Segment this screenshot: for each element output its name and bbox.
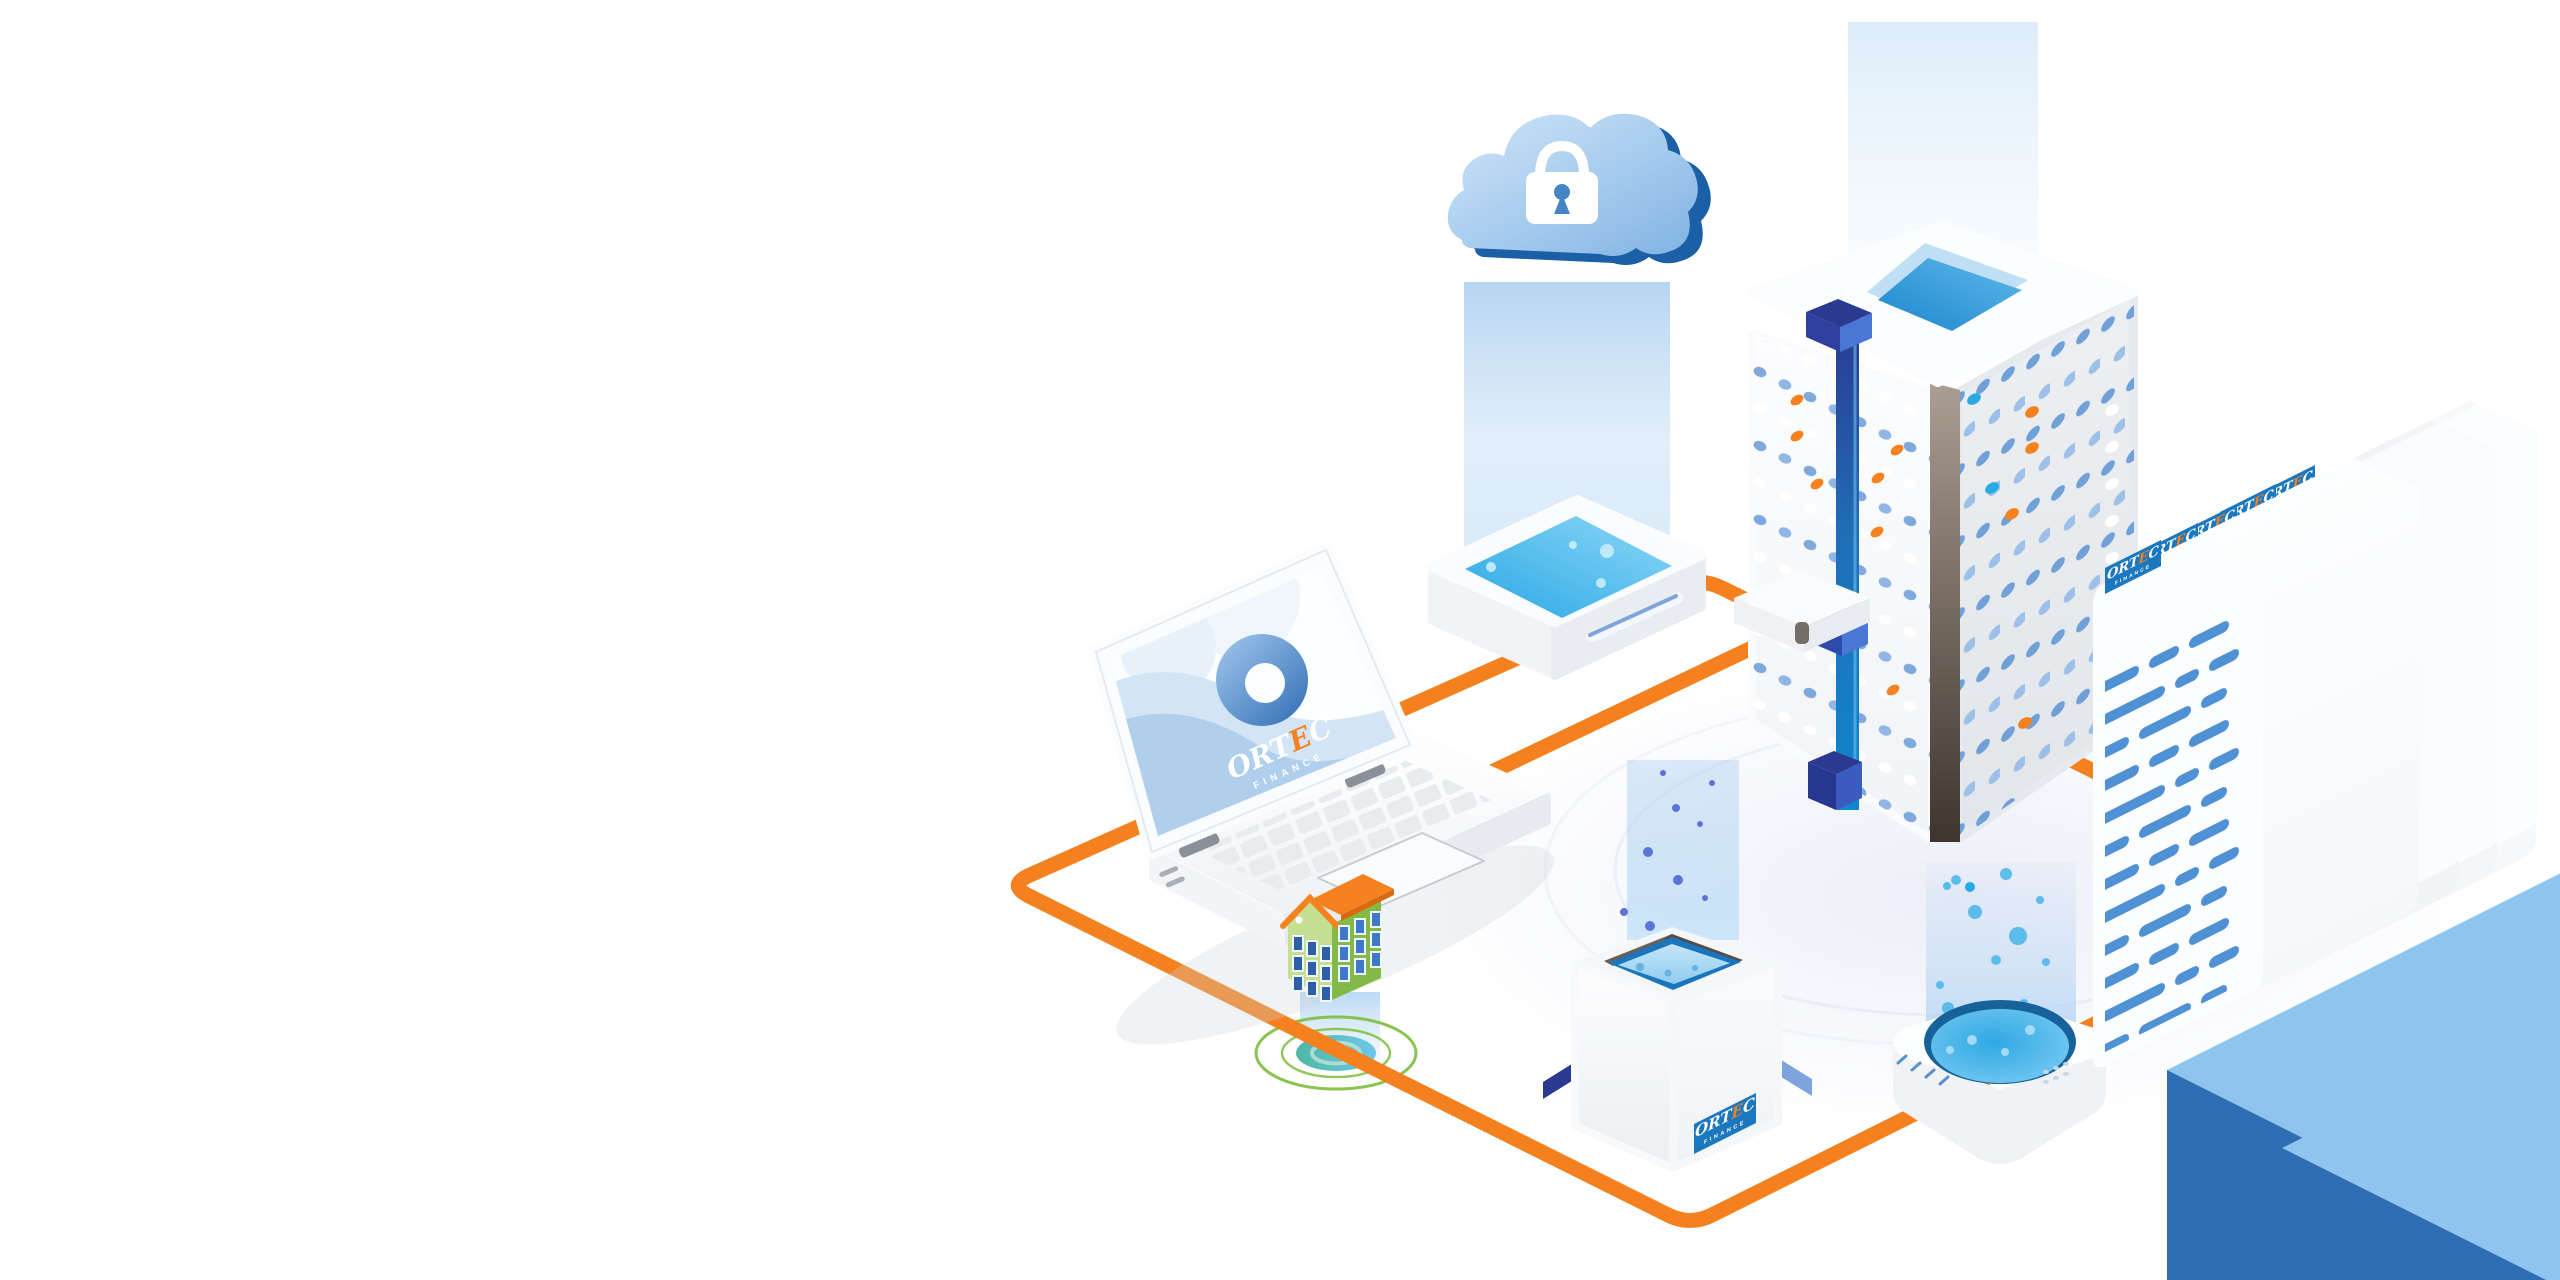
laptop-screen: ORTEC FINANCE [1110, 568, 1396, 836]
vat-label: ORTEC FINANCE [1694, 1093, 1756, 1154]
laptop: ORTEC FINANCE [1089, 543, 1554, 1045]
bowl-liquid [1931, 1009, 2069, 1083]
green-building [1280, 874, 1394, 1002]
logo-word-end: C [2264, 487, 2274, 507]
logo-word-accent: E [2175, 531, 2186, 552]
document-sheet-1: ORTEC FINANCE [2093, 503, 2263, 1072]
platform-slot [1586, 592, 1684, 643]
logo-word-accent: E [2253, 492, 2264, 513]
tower-accent-windows [1790, 393, 2119, 729]
laptop-ports [1159, 866, 1185, 888]
green-building-windows-right [1338, 911, 1382, 982]
logo-word-end: C [2149, 543, 2159, 563]
processing-vat: ORTEC FINANCE [1543, 770, 2560, 1280]
logo-word-accent: E [1731, 1099, 1744, 1124]
vat-floating-data [1620, 770, 2560, 1280]
bowl-bubbles [1936, 868, 2050, 1036]
bowl-vent-dots [2043, 1062, 2069, 1084]
logo-word-end: C [2186, 526, 2196, 546]
vat-chevron-left [1543, 1062, 1575, 1099]
logo-word-end: C [1743, 1093, 1755, 1117]
vat-chevron-right [1778, 1058, 1812, 1096]
logo-word-accent: E [2292, 473, 2303, 494]
data-platform [1427, 495, 1707, 680]
floor-dot [1965, 882, 1975, 892]
path-laptop-to-tower [1450, 636, 1768, 796]
tower-right-facade [1958, 292, 2134, 840]
report-documents: ORTEC FINANCE ORTEC FINANCE ORTEC FINANC… [2093, 368, 2539, 1072]
tower-ledge [1734, 570, 1870, 652]
laptop-hinge-right [1344, 763, 1386, 788]
laptop-hinge-left [1178, 833, 1220, 858]
bowl-tick-marks [1896, 1054, 1950, 1086]
office-tower [1734, 221, 2139, 844]
platform-pool [1465, 516, 1672, 618]
secure-cloud [1447, 113, 1711, 265]
tower-front-edge [1930, 382, 1960, 842]
logo-word-accent: E [2138, 548, 2149, 569]
data-bowl [1893, 868, 2106, 1164]
platform-pool-bubbles [1486, 541, 1614, 588]
vat-liquid [1618, 944, 1730, 984]
document-text-lines [2105, 593, 2251, 1053]
logo-word-accent: E [2214, 512, 2225, 533]
floor-dot [1943, 882, 1951, 890]
laptop-keyboard [1196, 761, 1496, 893]
logo-word-end: C [2225, 507, 2235, 527]
green-building-windows-left [1292, 935, 1332, 1002]
lock-icon [1526, 140, 1598, 224]
logo-word-end: C [2303, 468, 2313, 488]
tower-pool [1878, 258, 2022, 331]
